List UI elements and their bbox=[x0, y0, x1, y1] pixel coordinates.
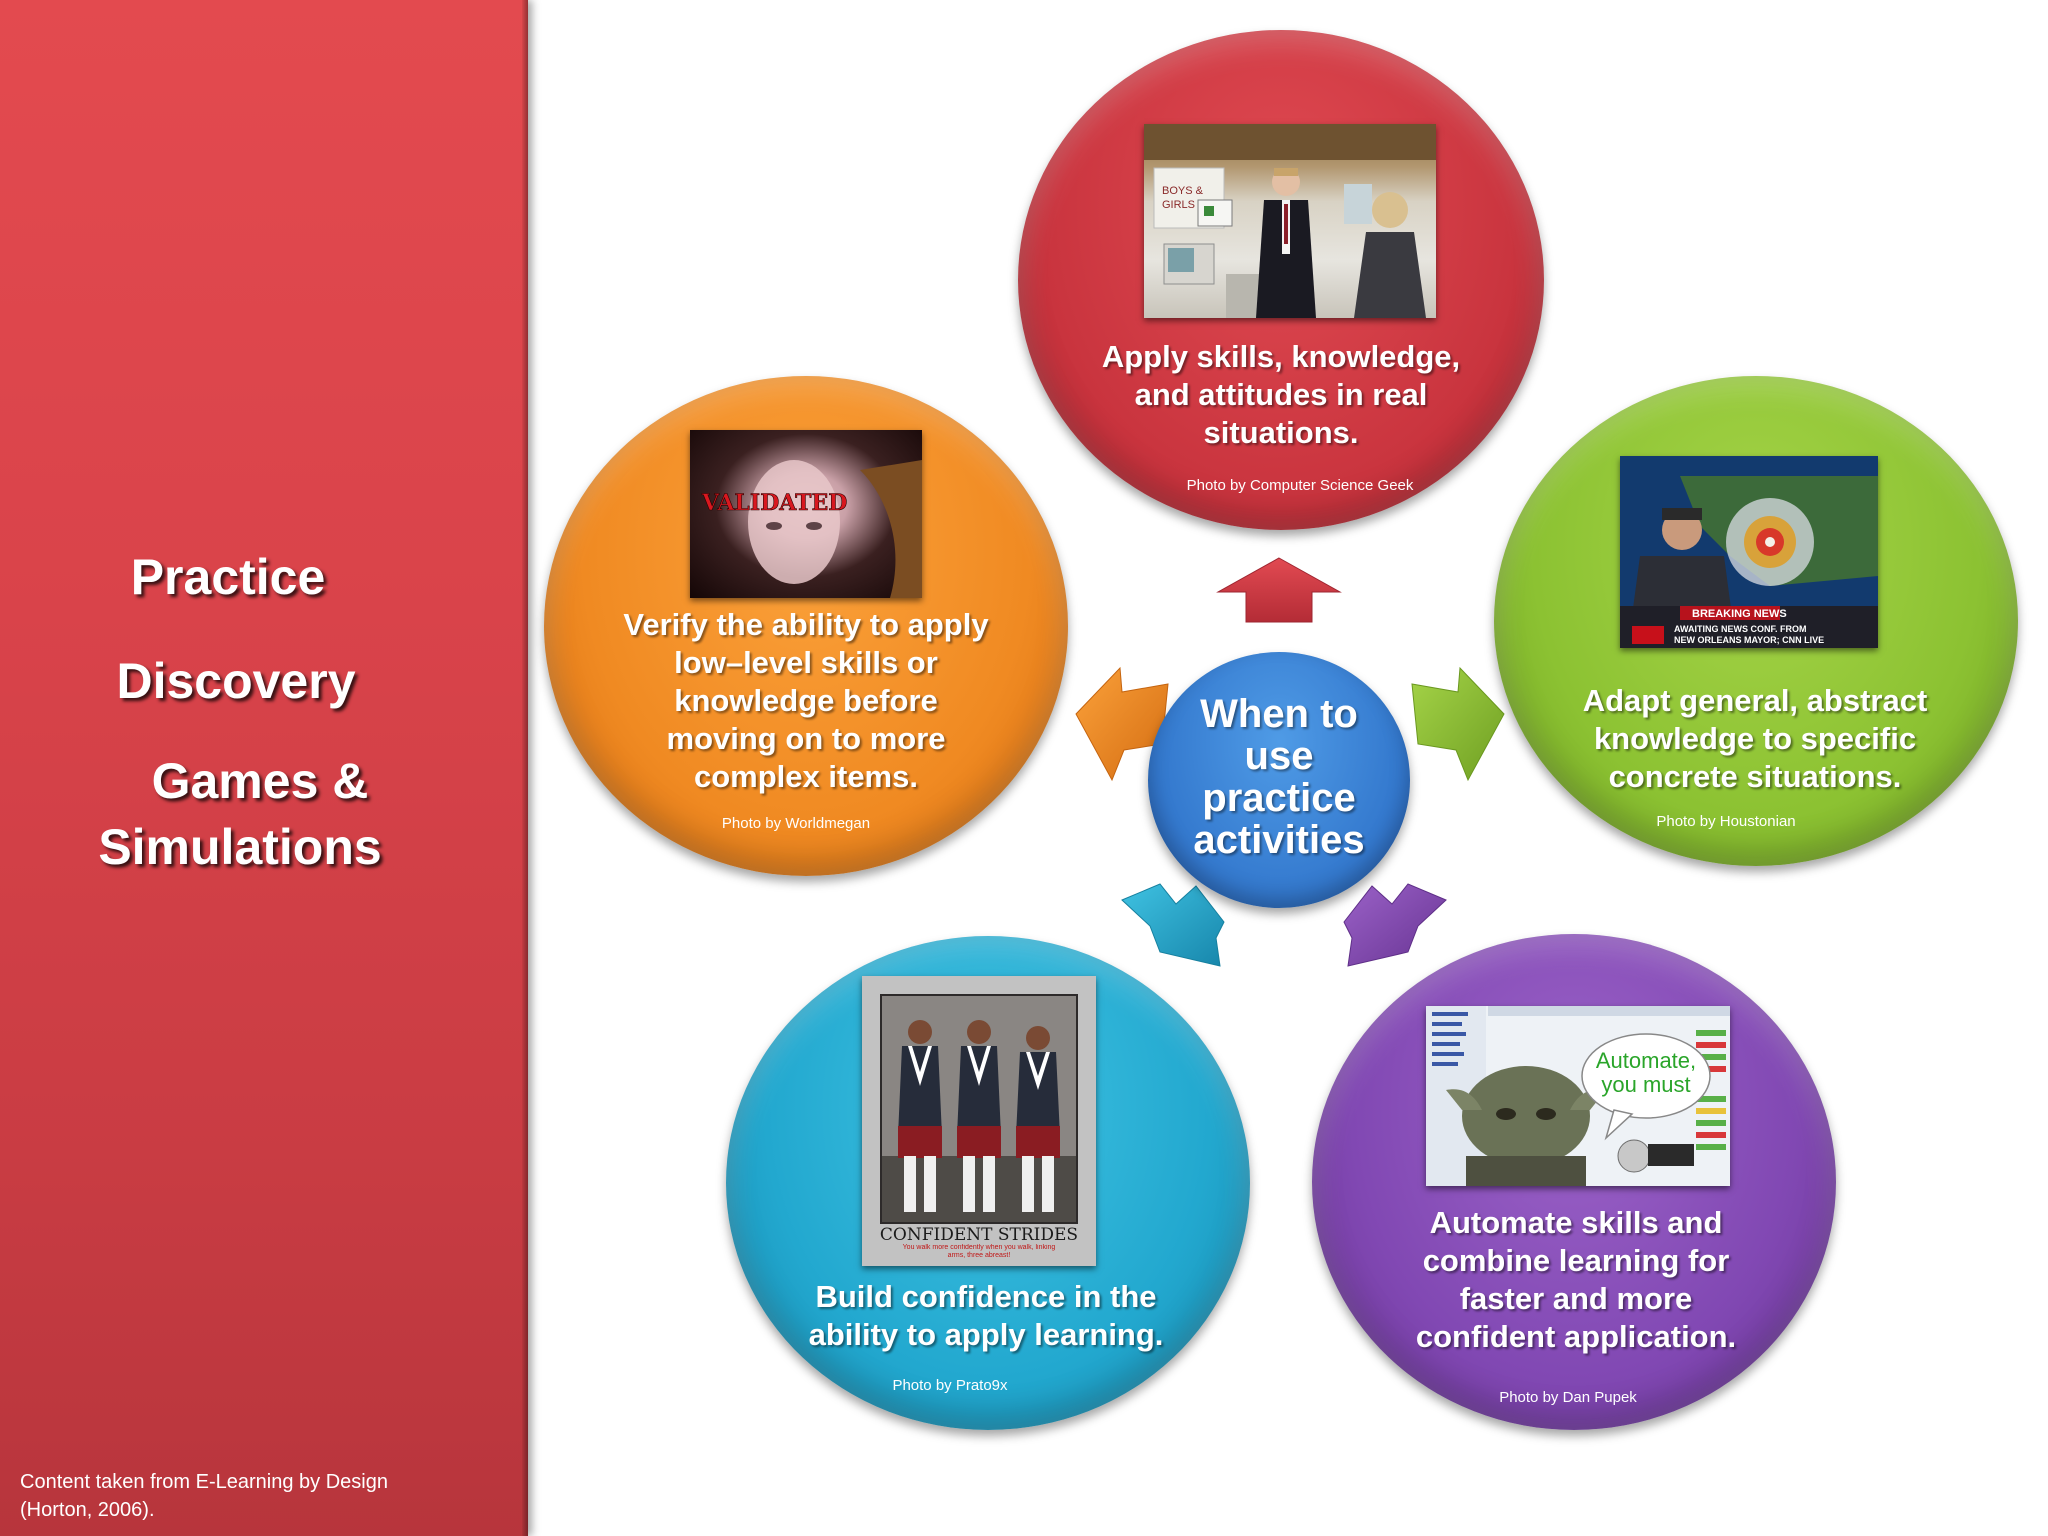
center-line-1: When to bbox=[1200, 692, 1358, 736]
topic-games-simulations: Games & Simulations bbox=[0, 748, 500, 880]
photo-hurricane-broadcast: BREAKING NEWS AWAITING NEWS CONF. FROM N… bbox=[1620, 456, 1878, 648]
bubble-apply-skills-text: Apply skills, knowledge, and attitudes i… bbox=[1080, 338, 1482, 452]
confident-strides-subtitle: You walk more confidently when you walk,… bbox=[902, 1244, 1056, 1259]
automate-speech-line-2: you must bbox=[1601, 1072, 1690, 1097]
arrow-right-icon bbox=[1411, 666, 1505, 782]
verify-line-4: moving on to more bbox=[666, 721, 946, 756]
svg-text:BOYS &: BOYS & bbox=[1162, 185, 1204, 197]
adapt-line-1: Adapt general, abstract bbox=[1582, 683, 1928, 718]
apply-line-1: Apply skills, knowledge, bbox=[1101, 339, 1461, 374]
side-panel: Practice Discovery Games & Simulations C… bbox=[0, 0, 528, 1536]
science-fair-illustration: BOYS & GIRLS bbox=[1144, 124, 1436, 318]
confident-strides-title: CONFIDENT STRIDES bbox=[880, 1225, 1078, 1245]
photo-confident-strides: CONFIDENT STRIDES You walk more confiden… bbox=[862, 976, 1096, 1266]
automate-speech-line-1: Automate, bbox=[1596, 1048, 1696, 1073]
verify-line-1: Verify the ability to apply bbox=[623, 607, 989, 642]
arrow-down-left-icon bbox=[1121, 883, 1225, 967]
verify-photo-credit: Photo by Worldmegan bbox=[721, 815, 871, 832]
verify-line-3: knowledge before bbox=[674, 683, 938, 718]
arrow-down-right-icon bbox=[1343, 883, 1447, 967]
confident-strides-illustration: CONFIDENT STRIDES You walk more confiden… bbox=[862, 976, 1096, 1266]
adapt-photo-credit: Photo by Houstonian bbox=[1656, 813, 1796, 830]
adapt-line-3: concrete situations. bbox=[1608, 759, 1902, 794]
topic-games-line-2: Simulations bbox=[98, 819, 382, 875]
apply-line-3: situations. bbox=[1203, 415, 1359, 450]
hurricane-broadcast-illustration: BREAKING NEWS AWAITING NEWS CONF. FROM N… bbox=[1620, 456, 1878, 648]
bubble-automate-text: Automate skills and combine learning for… bbox=[1366, 1204, 1786, 1356]
center-line-4: activities bbox=[1193, 818, 1365, 862]
topic-practice: Practice bbox=[130, 549, 326, 605]
confidence-line-1: Build confidence in the bbox=[815, 1279, 1157, 1314]
verify-line-5: complex items. bbox=[694, 759, 918, 794]
center-label: When to use practice activities bbox=[1148, 693, 1410, 861]
automate-line-2: combine learning for bbox=[1422, 1243, 1730, 1278]
bubble-adapt-text: Adapt general, abstract knowledge to spe… bbox=[1550, 682, 1960, 796]
apply-line-2: and attitudes in real bbox=[1134, 377, 1428, 412]
source-citation-line-1: Content taken from E-Learning by Design bbox=[20, 1471, 388, 1493]
topic-discovery: Discovery bbox=[116, 653, 356, 709]
breaking-news-text: BREAKING NEWS bbox=[1692, 608, 1787, 620]
center-bubble bbox=[1148, 652, 1410, 908]
confidence-photo-credit: Photo by Prato9x bbox=[892, 1377, 1008, 1394]
photo-yoda-automate: Automate, you must bbox=[1426, 1006, 1730, 1186]
topic-games-line-1: Games & bbox=[151, 753, 369, 809]
bubble-build-confidence-text: Build confidence in the ability to apply… bbox=[776, 1278, 1196, 1354]
validated-face-illustration: VALIDATED bbox=[701, 460, 922, 598]
apply-photo-credit: Photo by Computer Science Geek bbox=[1186, 477, 1414, 494]
bubble-verify-text: Verify the ability to apply low–level sk… bbox=[596, 606, 1016, 796]
source-citation-line-2: (Horton, 2006). bbox=[20, 1499, 155, 1521]
news-ticker-line-1: AWAITING NEWS CONF. FROM bbox=[1674, 624, 1807, 634]
arrow-up-icon bbox=[1216, 557, 1342, 623]
verify-line-2: low–level skills or bbox=[674, 645, 938, 680]
arrow-left-icon bbox=[1075, 666, 1169, 782]
automate-photo-credit: Photo by Dan Pupek bbox=[1499, 1389, 1637, 1406]
automate-line-3: faster and more bbox=[1459, 1281, 1693, 1316]
center-line-2: use bbox=[1244, 734, 1314, 778]
confidence-line-2: ability to apply learning. bbox=[808, 1317, 1164, 1352]
news-ticker-line-2: NEW ORLEANS MAYOR; CNN LIVE bbox=[1674, 635, 1824, 645]
automate-line-4: confident application. bbox=[1415, 1319, 1737, 1354]
center-line-3: practice bbox=[1202, 776, 1356, 820]
automate-line-1: Automate skills and bbox=[1429, 1205, 1723, 1240]
validated-stamp-text: VALIDATED bbox=[701, 490, 847, 516]
yoda-automate-illustration: Automate, you must bbox=[1426, 1006, 1730, 1186]
photo-validated-face: VALIDATED bbox=[690, 430, 922, 598]
adapt-line-2: knowledge to specific bbox=[1593, 721, 1917, 756]
photo-science-fair: BOYS & GIRLS bbox=[1144, 124, 1436, 318]
svg-text:GIRLS: GIRLS bbox=[1162, 199, 1195, 211]
